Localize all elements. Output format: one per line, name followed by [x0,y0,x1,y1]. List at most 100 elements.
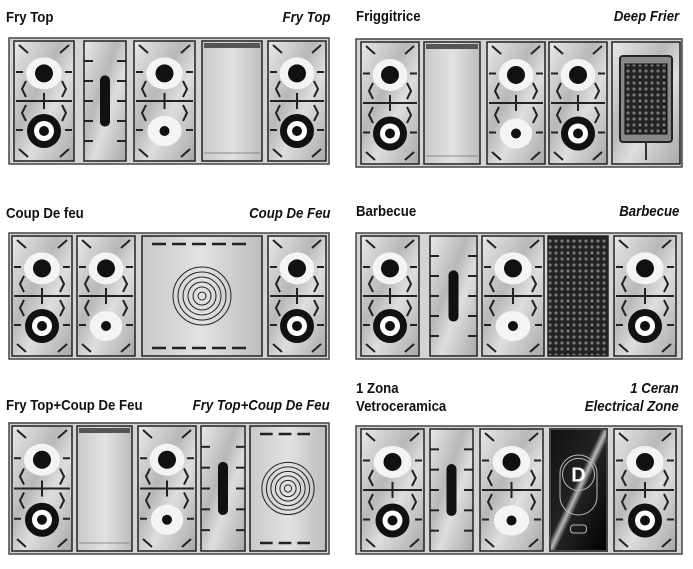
grate-bar [365,343,415,353]
cooktop-ceran-zone: D [355,425,683,555]
barbecue-module [547,235,609,357]
burner-module [267,40,327,162]
heat-ring-icon [283,484,293,493]
burner-module [486,41,546,165]
grate-bar [618,343,672,353]
cooktop-fry-top [8,37,330,165]
wok-burner-center [573,128,583,139]
burner-top-icon [507,65,525,84]
grate-bar [272,343,322,353]
burner-module [267,235,327,357]
small-burner-icon [508,321,518,331]
burner-top-icon [33,450,51,469]
grate-bar [488,275,538,317]
burner-top-icon [636,452,654,471]
burner-top-icon [502,452,521,471]
grate-bar [484,432,539,442]
small-burner-icon [101,321,111,331]
grate-bar [367,82,413,124]
heat-ring-icon [279,479,297,498]
title-line-1: 1 Ceran [630,380,679,397]
grate-bar [491,151,541,161]
grill-module [429,235,478,357]
burner-top-icon [288,64,306,83]
wok-burner-center [292,126,302,136]
burner-top-icon [569,65,587,84]
grate-bar [138,148,191,158]
grill-module [200,425,246,552]
burner-top-icon [383,452,402,471]
grate-bar [618,538,672,548]
burner-module [548,41,608,165]
panel-5-title-it: Fry Top+Coup De Feu [6,397,143,414]
grate-bar [18,275,66,317]
burner-top-icon [35,64,53,83]
cooktop-deep-frier [355,38,683,168]
grate-bar [618,239,672,249]
wok-burner-center [385,321,395,331]
panel-1-title-en: Fry Top [282,9,330,26]
burner-top-icon [504,259,522,278]
grate-bar [140,80,189,122]
grate-bar [365,151,415,161]
grate-bar [142,538,192,548]
heat-ring-icon [261,461,315,516]
wok-burner-center [387,515,398,526]
heat-ring-icon [182,276,222,316]
panel-1-title-it: Fry Top [6,9,54,26]
grate-bar [138,44,191,54]
long-burner-icon [218,461,228,516]
long-burner-icon [446,464,457,516]
grate-bar [365,432,420,442]
burner-top-icon [155,64,174,83]
wok-burner-center [39,126,49,136]
small-burner-icon [162,514,172,525]
burner-module [76,235,136,357]
grate-bar [618,432,672,442]
panel-4-title-en: Barbecue [618,203,679,220]
wok-burner-center [292,321,302,331]
wok-burner-center [385,128,395,139]
heat-zone-outline [559,454,598,516]
grate-bar [18,148,70,158]
grate-bar [484,538,539,548]
grate-bar [486,239,540,249]
burner-module [613,235,677,357]
panel-2-title-it: Friggitrice [356,8,421,25]
small-burner-icon [511,128,521,139]
grate-bar [272,44,322,54]
burner-module [137,425,197,552]
fry-top-vent [204,43,260,48]
grill-module [429,428,474,552]
frier-basket-icon [624,63,668,135]
grate-bar [491,45,541,55]
grate-bar [274,80,320,122]
grate-bar [16,538,68,548]
heat-ring-icon [187,281,217,311]
heat-ring-icon [192,286,212,306]
panel-4-title-it: Barbecue [356,203,417,220]
grate-bar [365,45,415,55]
burner-top-icon [381,259,399,278]
grate-bar [83,275,129,317]
cooktop-barbecue [355,232,683,360]
fry-top-plate [423,41,481,165]
barbecue-grid-icon [547,235,609,357]
panel-2-title-en: Deep Frier [613,8,679,25]
heat-ring-icon [177,271,227,321]
long-burner-icon [100,75,110,127]
burner-module [613,428,677,552]
burner-top-icon [381,65,399,84]
grate-bar [144,468,190,509]
title-line-1: 1 Zona [356,380,399,397]
coup-de-feu-plate [249,425,327,552]
burner-module [481,235,545,357]
deep-frier-module [611,41,681,165]
grill-module [83,40,127,162]
burner-module [133,40,196,162]
wok-burner-center [37,321,47,331]
grate-bar [272,239,322,249]
grate-bar [553,45,603,55]
long-burner-icon [448,270,459,322]
